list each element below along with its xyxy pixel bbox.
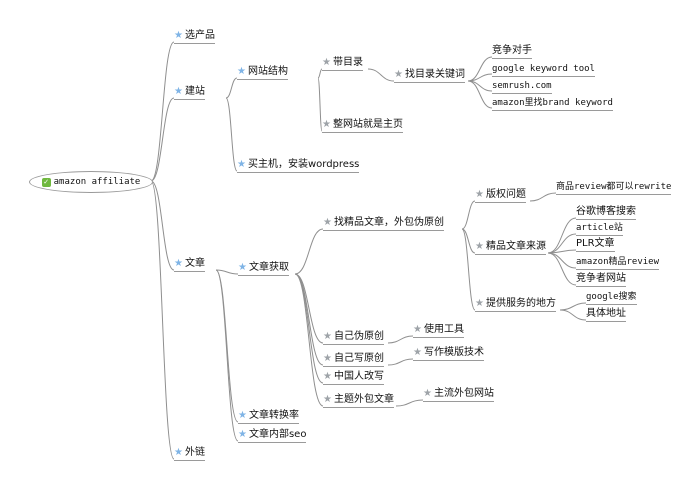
star-icon: ★	[323, 371, 332, 382]
node-wenzhanghuoqu[interactable]: ★文章获取	[238, 262, 289, 276]
connector-line	[294, 273, 324, 384]
node-plr[interactable]: PLR文章	[576, 238, 615, 252]
star-icon: ★	[323, 217, 332, 228]
connector-line	[387, 335, 414, 344]
star-icon: ★	[174, 86, 183, 97]
connector-line	[150, 180, 175, 460]
connector-line	[294, 273, 324, 366]
node-zhuliu[interactable]: ★主流外包网站	[423, 388, 494, 402]
node-jingzhengzhe[interactable]: 竞争者网站	[576, 273, 626, 287]
node-guge[interactable]: 谷歌博客搜索	[576, 206, 636, 220]
connector-line	[529, 192, 557, 202]
node-zhaojingpin[interactable]: ★找精品文章，外包伪原创	[323, 217, 444, 231]
star-icon: ★	[475, 241, 484, 252]
star-icon: ★	[475, 298, 484, 309]
node-amazon-review[interactable]: amazon精品review	[576, 256, 660, 270]
node-jingpinlaiyuan[interactable]: ★精品文章来源	[475, 241, 546, 255]
star-icon: ★	[394, 69, 403, 80]
connector-line	[461, 228, 476, 311]
connector-line	[150, 41, 175, 182]
node-google-kw[interactable]: google keyword tool	[492, 63, 595, 77]
node-daimulu[interactable]: ★带目录	[322, 57, 363, 71]
connector-line	[547, 217, 577, 254]
connector-line	[150, 180, 175, 271]
check-icon: ✓	[41, 177, 51, 187]
star-icon: ★	[323, 353, 332, 364]
star-icon: ★	[238, 429, 247, 440]
node-jingzheng[interactable]: 竞争对手	[492, 45, 532, 59]
node-ziji-xie[interactable]: ★自己写原创	[323, 353, 384, 367]
star-icon: ★	[237, 159, 246, 170]
node-shiyong[interactable]: ★使用工具	[413, 324, 464, 338]
star-icon: ★	[475, 189, 484, 200]
node-maizhuji[interactable]: ★买主机，安装wordpress	[237, 159, 360, 173]
root-node[interactable]: ✓amazon affiliate	[29, 171, 153, 193]
star-icon: ★	[323, 394, 332, 405]
star-icon: ★	[413, 324, 422, 335]
star-icon: ★	[237, 66, 246, 77]
connector-line	[294, 273, 324, 344]
connector-line	[317, 77, 323, 132]
connector-line	[467, 80, 493, 109]
connector-line	[387, 358, 414, 366]
star-icon: ★	[322, 119, 331, 130]
node-zhuanhuan[interactable]: ★文章转换率	[238, 410, 299, 424]
connector-line	[395, 399, 424, 407]
node-xiezuo[interactable]: ★写作模版技术	[413, 347, 484, 361]
node-zhongguoren[interactable]: ★中国人改写	[323, 371, 384, 385]
root-label: amazon affiliate	[53, 177, 141, 187]
node-zhaomulu[interactable]: ★找目录关键词	[394, 69, 465, 83]
star-icon: ★	[413, 347, 422, 358]
connector-line	[150, 97, 175, 182]
connector-line	[294, 228, 324, 275]
node-shangpin[interactable]: 商品review都可以rewrite	[556, 181, 672, 195]
star-icon: ★	[423, 388, 432, 399]
connector-line	[294, 273, 324, 407]
node-amazon-brand[interactable]: amazon里找brand keyword	[492, 97, 613, 111]
connector-line	[225, 97, 238, 172]
connector-line	[467, 56, 493, 82]
node-wangzhanjiegou[interactable]: ★网站结构	[237, 66, 288, 80]
star-icon: ★	[323, 331, 332, 342]
node-wenzhang[interactable]: ★文章	[174, 258, 205, 272]
connector-line	[215, 269, 239, 423]
node-ziji-wei[interactable]: ★自己伪原创	[323, 331, 384, 345]
connector-line	[367, 68, 395, 82]
node-google-sousuo[interactable]: google搜索	[586, 291, 637, 305]
star-icon: ★	[238, 410, 247, 421]
node-zhuti[interactable]: ★主题外包文章	[323, 394, 394, 408]
connector-line	[547, 252, 577, 269]
node-semrush[interactable]: semrush.com	[492, 80, 552, 94]
star-icon: ★	[238, 262, 247, 273]
node-xuanchanpin[interactable]: ★选产品	[174, 30, 215, 44]
connector-line	[559, 309, 587, 321]
node-jianzhan[interactable]: ★建站	[174, 86, 205, 100]
node-article[interactable]: article站	[576, 222, 623, 236]
star-icon: ★	[174, 447, 183, 458]
node-wailian[interactable]: ★外链	[174, 447, 205, 461]
node-juti[interactable]: 具体地址	[586, 308, 626, 322]
node-zhengwangzhan[interactable]: ★整网站就是主页	[322, 119, 403, 133]
star-icon: ★	[322, 57, 331, 68]
connector-line	[215, 269, 239, 275]
node-banquan[interactable]: ★版权问题	[475, 189, 526, 203]
connector-line	[559, 302, 587, 311]
node-neibu[interactable]: ★文章内部seo	[238, 429, 307, 443]
connector-line	[215, 269, 239, 442]
star-icon: ★	[174, 30, 183, 41]
node-tigongfuwu[interactable]: ★提供服务的地方	[475, 298, 556, 312]
connector-line	[317, 68, 323, 79]
connector-line	[461, 200, 476, 230]
connector-line	[547, 252, 577, 286]
connector-line	[225, 77, 238, 99]
star-icon: ★	[174, 258, 183, 269]
